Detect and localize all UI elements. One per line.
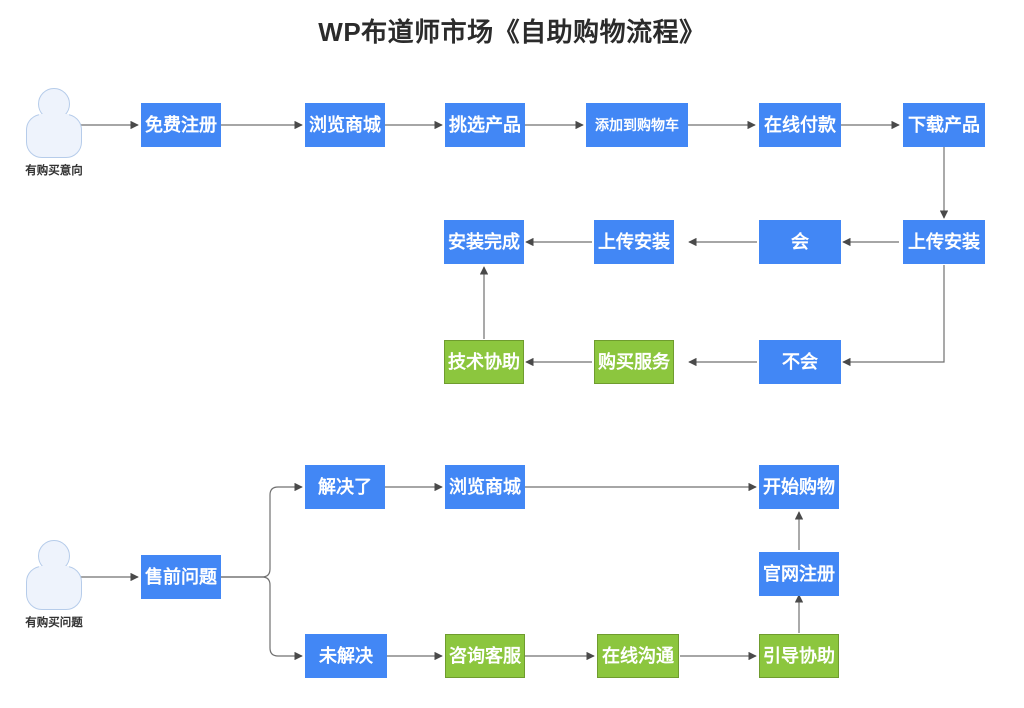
node-presale-question[interactable]: 售前问题 (141, 555, 221, 599)
node-label: 售前问题 (145, 567, 217, 587)
node-label: 技术协助 (448, 352, 520, 372)
node-label: 上传安装 (598, 232, 670, 252)
node-pick-product[interactable]: 挑选产品 (445, 103, 525, 147)
actor-neck-mask (39, 114, 69, 123)
node-install-done[interactable]: 安装完成 (444, 220, 524, 264)
node-label: 购买服务 (598, 352, 670, 372)
node-label: 安装完成 (448, 232, 520, 252)
node-label: 浏览商城 (309, 115, 381, 135)
edge-presale-to-unresolved (221, 576, 303, 661)
actor-intent-label: 有购买意向 (25, 165, 83, 177)
actor-intent: 有购买意向 (24, 88, 84, 184)
actor-question: 有购买问题 (24, 540, 84, 636)
node-guided-help[interactable]: 引导协助 (759, 634, 839, 678)
node-free-register[interactable]: 免费注册 (141, 103, 221, 147)
node-unresolved[interactable]: 未解决 (305, 634, 387, 678)
node-upload-install-2[interactable]: 上传安装 (903, 220, 985, 264)
node-start-shopping[interactable]: 开始购物 (759, 465, 839, 509)
node-label: 下载产品 (908, 115, 980, 135)
node-label: 开始购物 (763, 477, 835, 497)
node-upload-install-1[interactable]: 上传安装 (594, 220, 674, 264)
node-label: 官网注册 (763, 564, 835, 584)
node-label: 上传安装 (908, 232, 980, 252)
actor-question-label: 有购买问题 (25, 617, 83, 629)
node-browse-store-1[interactable]: 浏览商城 (305, 103, 385, 147)
node-contact-support[interactable]: 咨询客服 (445, 634, 525, 678)
node-tech-support[interactable]: 技术协助 (444, 340, 524, 384)
node-browse-store-2[interactable]: 浏览商城 (445, 465, 525, 509)
node-does-not-know[interactable]: 不会 (759, 340, 841, 384)
node-label: 解决了 (318, 477, 372, 497)
node-label: 浏览商城 (449, 477, 521, 497)
node-label: 在线付款 (764, 115, 836, 135)
page-title: WP布道师市场《自助购物流程》 (318, 17, 706, 47)
node-online-payment[interactable]: 在线付款 (759, 103, 841, 147)
actor-neck-mask (39, 566, 69, 575)
node-add-to-cart[interactable]: 添加到购物车 (586, 103, 688, 147)
node-site-register[interactable]: 官网注册 (759, 552, 839, 596)
node-label: 引导协助 (763, 646, 835, 666)
node-label: 咨询客服 (449, 646, 521, 666)
node-label: 在线沟通 (602, 646, 674, 666)
node-label: 会 (791, 232, 809, 252)
node-online-chat[interactable]: 在线沟通 (597, 634, 679, 678)
node-label: 未解决 (319, 646, 373, 666)
node-download-product[interactable]: 下载产品 (903, 103, 985, 147)
node-resolved[interactable]: 解决了 (305, 465, 385, 509)
edge-upload2-to-does-not-know (842, 265, 945, 367)
node-label: 不会 (782, 352, 818, 372)
node-buy-service[interactable]: 购买服务 (594, 340, 674, 384)
node-label: 免费注册 (145, 115, 217, 135)
node-knows-how[interactable]: 会 (759, 220, 841, 264)
node-label: 添加到购物车 (595, 117, 679, 133)
node-label: 挑选产品 (449, 115, 521, 135)
edge-presale-to-resolved (221, 482, 303, 578)
